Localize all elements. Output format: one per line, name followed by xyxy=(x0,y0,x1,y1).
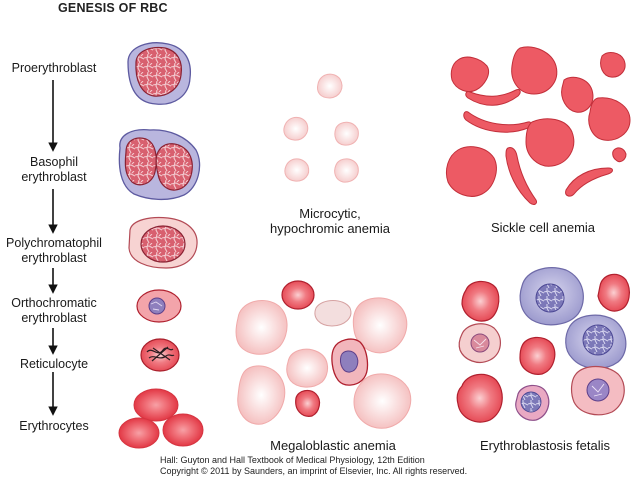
stage-label-polychromatophil: Polychromatophil erythroblast xyxy=(0,236,108,266)
stage-label-reticulocyte: Reticulocyte xyxy=(0,357,108,372)
credit-line-1: Hall: Guyton and Hall Textbook of Medica… xyxy=(160,455,425,465)
caption-line: Microcytic, xyxy=(299,206,361,221)
stage-label-orthochromatic: Orthochromatic erythroblast xyxy=(0,296,108,326)
polychromatophil-erythroblast-cell xyxy=(128,216,198,269)
caption-megaloblastic: Megaloblastic anemia xyxy=(270,438,396,453)
caption-sickle: Sickle cell anemia xyxy=(490,220,596,235)
reticulocyte-cell xyxy=(140,338,180,372)
stage-label-line: Reticulocyte xyxy=(19,357,89,371)
stage-label-basophil: Basophil erythroblast xyxy=(0,155,108,185)
stage-label-line: Proerythroblast xyxy=(11,61,97,75)
stage-label-line: erythroblast xyxy=(21,311,87,325)
erythroblastosis-cells xyxy=(456,267,630,423)
stage-label-line: Erythrocytes xyxy=(19,419,89,433)
megaloblastic-cells xyxy=(235,280,412,429)
erythrocyte-cells xyxy=(118,388,204,449)
caption-microcytic: Microcytic, hypochromic anemia xyxy=(250,206,410,236)
stage-label-proerythroblast: Proerythroblast xyxy=(0,61,108,76)
diagram-title: GENESIS OF RBC xyxy=(58,1,168,15)
stage-label-line: erythroblast xyxy=(21,170,87,184)
microcytic-cells xyxy=(283,73,359,183)
stage-label-line: erythroblast xyxy=(21,251,87,265)
stage-label-erythrocytes: Erythrocytes xyxy=(0,419,108,434)
proerythroblast-cell xyxy=(127,42,192,105)
stage-label-line: Orthochromatic xyxy=(11,296,97,310)
sickle-cells xyxy=(445,46,631,205)
caption-fetalis: Erythroblastosis fetalis xyxy=(479,438,611,453)
credit-line-2: Copyright © 2011 by Saunders, an imprint… xyxy=(160,466,468,476)
orthochromatic-erythroblast-cell xyxy=(136,289,182,323)
stage-label-line: Basophil xyxy=(30,155,78,169)
basophil-erythroblast-cell xyxy=(118,129,201,201)
stage-label-line: Polychromatophil xyxy=(6,236,102,250)
caption-line: hypochromic anemia xyxy=(270,221,390,236)
